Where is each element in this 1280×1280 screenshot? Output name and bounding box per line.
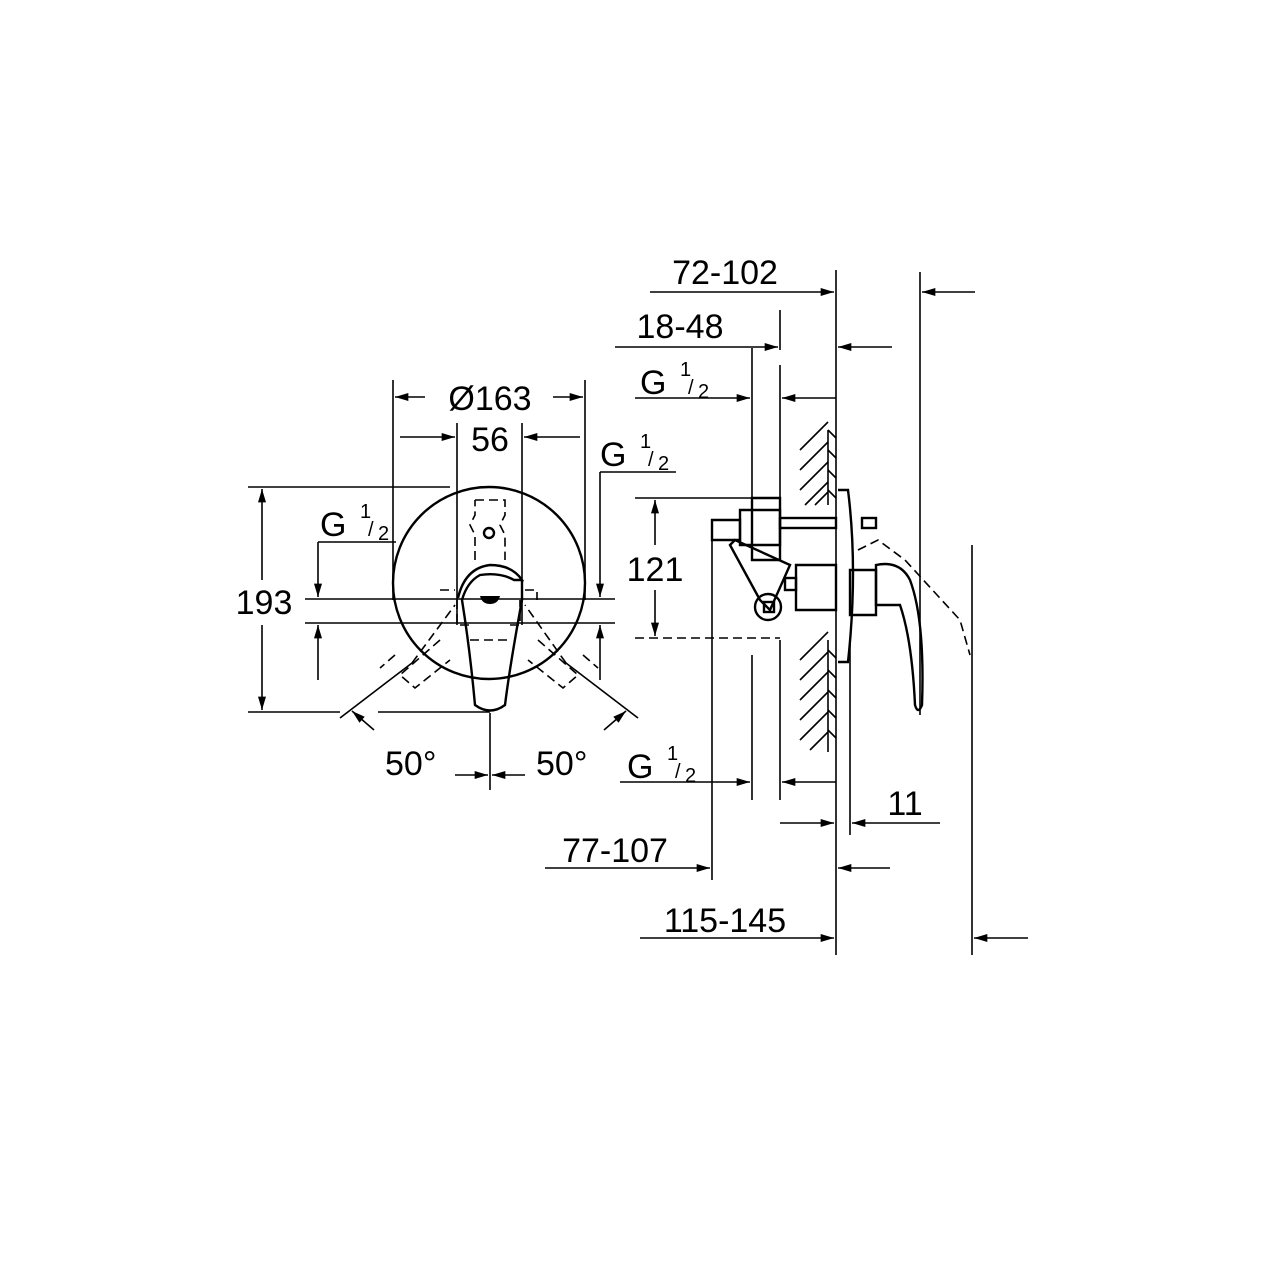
wall-plate	[838, 488, 855, 664]
dim-121: 121	[627, 551, 684, 589]
side-view: 72-102 18-48 G 1 / 2 121 G 1 / 2 11 77-1…	[545, 254, 1028, 955]
outlet-port	[753, 592, 783, 622]
svg-text:/: /	[688, 377, 694, 399]
dim-72-102: 72-102	[672, 254, 778, 292]
angle-right-label: 50°	[536, 745, 587, 783]
dim-77-107: 77-107	[562, 832, 668, 870]
svg-text:/: /	[648, 449, 654, 471]
cartridge-hidden	[469, 499, 506, 560]
side-lever	[874, 562, 924, 712]
dim-11: 11	[887, 785, 922, 823]
svg-text:/: /	[675, 761, 681, 783]
lever-handle	[456, 563, 525, 712]
angle-left-label: 50°	[385, 745, 436, 783]
connection-top-g: G	[640, 364, 666, 402]
height-label: 193	[236, 584, 293, 622]
svg-text:2: 2	[698, 381, 709, 403]
svg-text:/: /	[368, 519, 374, 541]
dim-18-48: 18-48	[637, 308, 724, 346]
valve-body	[794, 563, 838, 612]
svg-text:1: 1	[667, 743, 678, 765]
front-view: Ø163 56 193 G 1 / 2 G 1 / 2 50° 50°	[236, 380, 676, 790]
connection-bottom-g: G	[627, 748, 653, 786]
wall-section	[799, 421, 837, 752]
svg-text:2: 2	[378, 523, 389, 545]
width-label: 56	[471, 421, 509, 459]
svg-text:2: 2	[685, 765, 696, 787]
svg-text:1: 1	[360, 501, 371, 523]
svg-text:1: 1	[640, 431, 651, 453]
connection-right-g: G	[600, 436, 626, 474]
connection-left-g: G	[320, 506, 346, 544]
dim-115-145: 115-145	[664, 902, 786, 940]
svg-text:2: 2	[658, 453, 669, 475]
diameter-label: Ø163	[448, 380, 531, 418]
svg-text:1: 1	[680, 359, 691, 381]
